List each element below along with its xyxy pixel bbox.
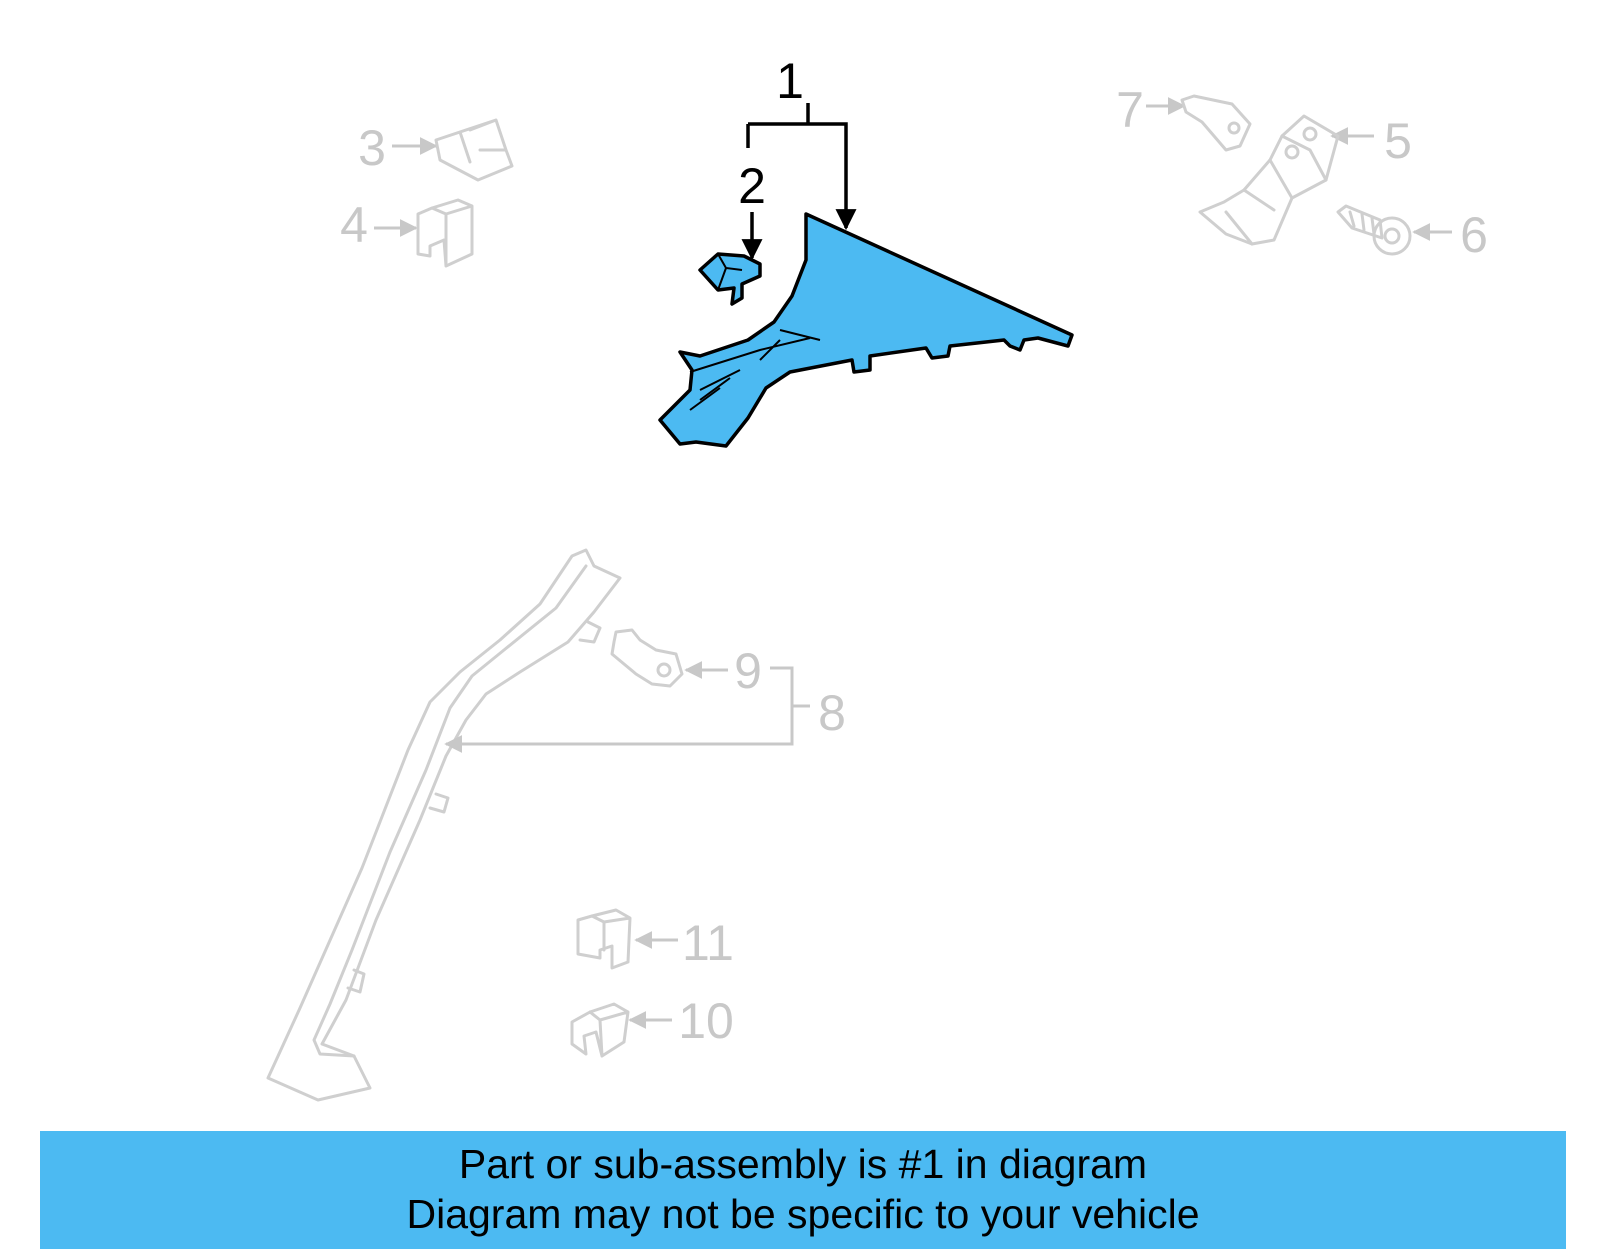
callout-2: 2 <box>738 158 766 214</box>
callout-group-6: 6 <box>1336 204 1488 263</box>
callout-11: 11 <box>682 915 734 971</box>
part-11-clip <box>576 908 632 970</box>
callout-group-1: 1 <box>746 53 846 228</box>
callout-group-7: 7 <box>1116 82 1252 152</box>
callout-4: 4 <box>340 197 368 253</box>
part-6-screw <box>1336 204 1412 256</box>
leader-1 <box>748 103 846 228</box>
callout-group-10: 10 <box>570 993 734 1058</box>
callout-group-4: 4 <box>340 197 474 268</box>
part-7-bracket <box>1180 94 1252 152</box>
callout-6: 6 <box>1460 207 1488 263</box>
callout-group-3: 3 <box>358 118 514 182</box>
callout-8: 8 <box>818 685 846 741</box>
callout-1: 1 <box>776 53 804 109</box>
callout-group-8-9: 9 8 <box>444 628 846 753</box>
part-4-clip <box>416 198 474 268</box>
callout-10: 10 <box>678 993 734 1049</box>
part-1-pillar-trim <box>658 212 1074 448</box>
callout-group-5: 5 <box>1198 113 1412 246</box>
part-3-bracket <box>434 118 514 182</box>
part-8-lower-pillar-trim <box>266 548 622 1102</box>
banner-line-1: Part or sub-assembly is #1 in diagram <box>458 1141 1148 1187</box>
part-9-clip <box>610 628 684 688</box>
part-10-clip <box>570 1002 630 1058</box>
callout-group-11: 11 <box>576 908 734 971</box>
banner-line-2: Diagram may not be specific to your vehi… <box>406 1191 1200 1237</box>
callout-3: 3 <box>358 120 386 176</box>
info-banner: Part or sub-assembly is #1 in diagram Di… <box>40 1131 1566 1249</box>
part-5-hinge-bracket <box>1198 114 1340 246</box>
callout-9: 9 <box>734 643 762 699</box>
callout-7: 7 <box>1116 82 1144 138</box>
part-2-clip <box>698 252 762 306</box>
callout-5: 5 <box>1384 113 1412 169</box>
callout-group-2: 2 <box>738 158 766 261</box>
